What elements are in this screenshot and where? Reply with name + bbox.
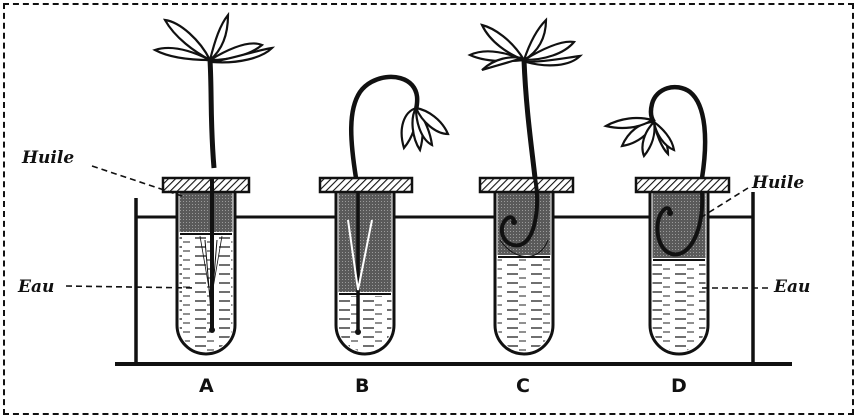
label-water-left: Eau	[17, 277, 54, 297]
tube-label-a: A	[199, 375, 214, 397]
tube-a	[155, 15, 272, 354]
tube-c	[470, 20, 580, 354]
tube-label-d: D	[671, 375, 687, 397]
tube-d	[606, 87, 729, 354]
label-oil-right: Huile	[751, 173, 804, 193]
tube-label-c: C	[516, 375, 530, 397]
tube-b	[320, 77, 448, 354]
tube-label-b: B	[355, 375, 369, 397]
label-oil-left: Huile	[21, 148, 74, 168]
label-water-right: Eau	[773, 277, 810, 297]
